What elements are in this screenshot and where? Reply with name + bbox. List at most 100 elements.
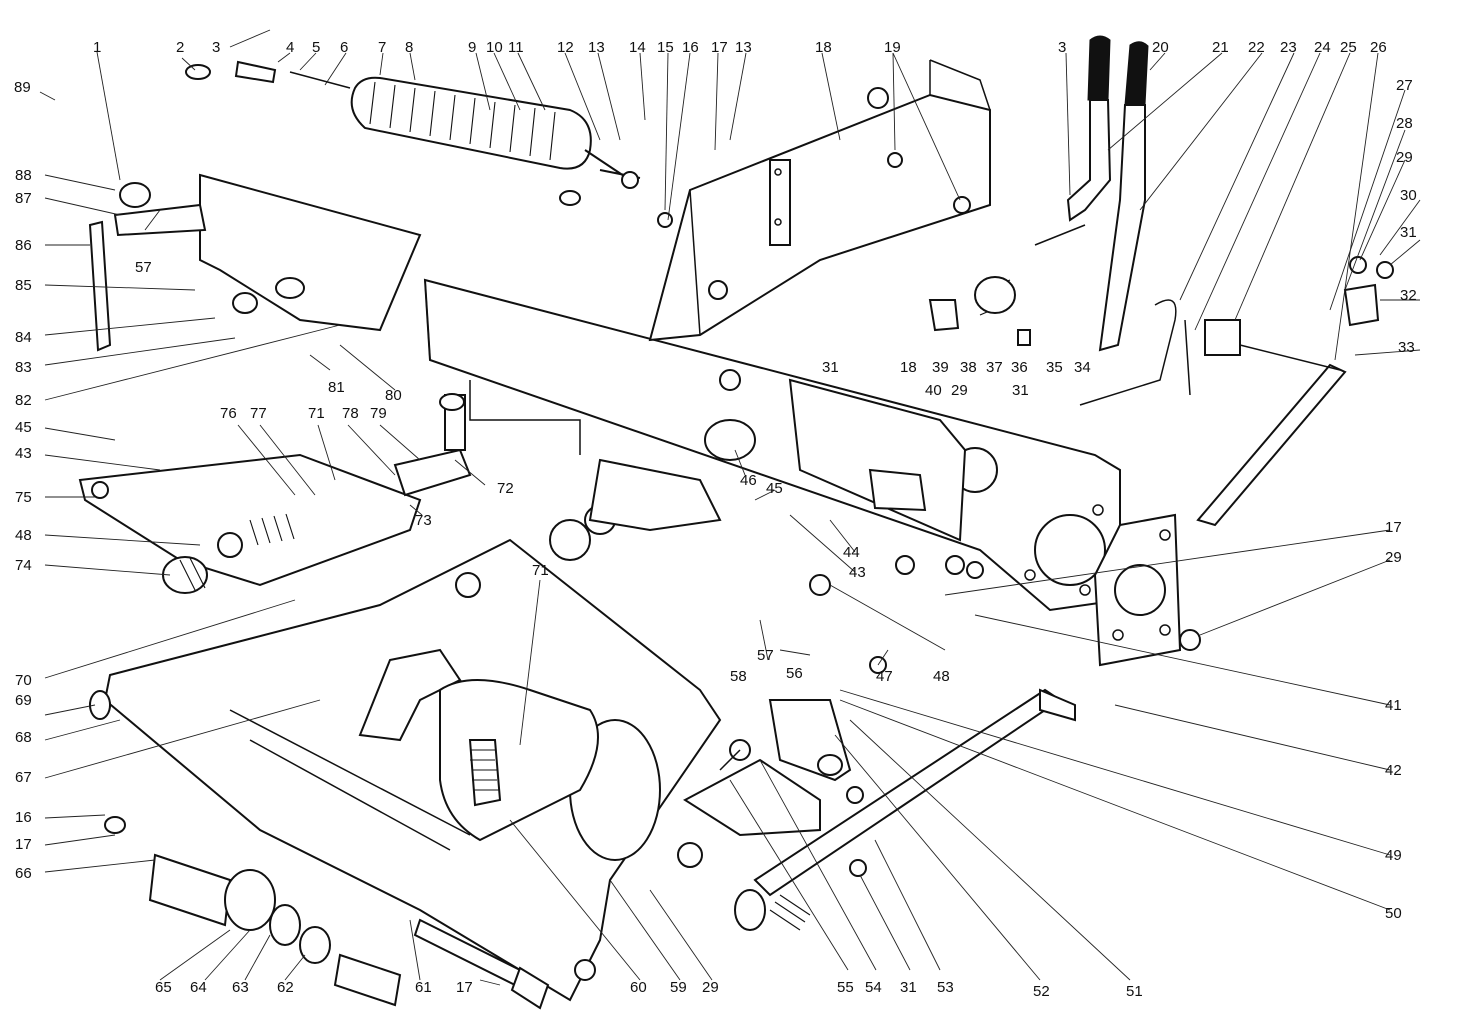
- callout-label: 63: [232, 979, 249, 996]
- top-bracket-frame: [648, 59, 991, 342]
- callout-label: 7: [378, 39, 386, 56]
- callout-label: 85: [15, 277, 32, 294]
- callout-label: 47: [876, 668, 893, 685]
- callout-label: 56: [786, 665, 803, 682]
- callout-label: 44: [843, 544, 860, 561]
- callout-label: 29: [1385, 549, 1402, 566]
- callout-label: 58: [730, 668, 747, 685]
- parts-illustration: [78, 35, 1394, 1010]
- callout-label: 79: [370, 405, 387, 422]
- callout-label: 30: [1400, 187, 1417, 204]
- callout-label: 29: [1396, 149, 1413, 166]
- callout-label: 53: [937, 979, 954, 996]
- callout-label: 25: [1340, 39, 1357, 56]
- callout-label: 82: [15, 392, 32, 409]
- callout-label: 83: [15, 359, 32, 376]
- base-plate: [89, 538, 722, 1002]
- pivot-bracket: [683, 699, 852, 837]
- callout-label: 17: [15, 836, 32, 853]
- callout-label: 43: [15, 445, 32, 462]
- callout-label: 31: [1400, 224, 1417, 241]
- callout-label: 29: [702, 979, 719, 996]
- callout-label: 71: [532, 562, 549, 579]
- callout-label: 31: [822, 359, 839, 376]
- callout-label: 67: [15, 769, 32, 786]
- callout-label: 13: [588, 39, 605, 56]
- callout-label: 17: [456, 979, 473, 996]
- callout-label: 2: [176, 39, 184, 56]
- callout-label: 38: [960, 359, 977, 376]
- callout-label: 49: [1385, 847, 1402, 864]
- callout-label: 39: [932, 359, 949, 376]
- callout-label: 61: [415, 979, 432, 996]
- callout-label: 80: [385, 387, 402, 404]
- callout-label: 34: [1074, 359, 1091, 376]
- callout-label: 22: [1248, 39, 1265, 56]
- callout-label: 46: [740, 472, 757, 489]
- callout-label: 9: [468, 39, 476, 56]
- callout-label: 60: [630, 979, 647, 996]
- callout-label: 72: [497, 480, 514, 497]
- callout-label: 26: [1370, 39, 1387, 56]
- callout-label: 28: [1396, 115, 1413, 132]
- callout-label: 24: [1314, 39, 1331, 56]
- callout-label: 74: [15, 557, 32, 574]
- leader-lines: [39, 29, 1421, 986]
- callout-label: 75: [15, 489, 32, 506]
- callout-label: 64: [190, 979, 207, 996]
- tension-spring: [185, 60, 641, 206]
- callout-label: 69: [15, 692, 32, 709]
- callout-label: 43: [849, 564, 866, 581]
- callout-label: 87: [15, 190, 32, 207]
- callout-label: 68: [15, 729, 32, 746]
- callout-label: 6: [340, 39, 348, 56]
- callout-label: 45: [766, 480, 783, 497]
- callout-label: 77: [250, 405, 267, 422]
- bushing-stack: [89, 690, 550, 1010]
- callout-label: 51: [1126, 983, 1143, 1000]
- callout-label: 33: [1398, 339, 1415, 356]
- callout-label: 3: [1058, 39, 1066, 56]
- callout-label: 37: [986, 359, 1003, 376]
- callout-label: 50: [1385, 905, 1402, 922]
- callout-label: 78: [342, 405, 359, 422]
- callout-label: 41: [1385, 697, 1402, 714]
- callout-label: 23: [1280, 39, 1297, 56]
- left-arm-assembly: [78, 393, 472, 594]
- callout-label: 70: [15, 672, 32, 689]
- callout-label: 65: [155, 979, 172, 996]
- callout-label: 36: [1011, 359, 1028, 376]
- callout-label: 3: [212, 39, 220, 56]
- callout-label: 18: [815, 39, 832, 56]
- right-rod: [1079, 299, 1347, 527]
- callout-label: 84: [15, 329, 32, 346]
- callout-label: 62: [277, 979, 294, 996]
- callout-label: 89: [14, 79, 31, 96]
- callout-label: 55: [837, 979, 854, 996]
- callout-label: 18: [900, 359, 917, 376]
- callout-label: 31: [900, 979, 917, 996]
- callout-label: 17: [1385, 519, 1402, 536]
- callout-label: 15: [657, 39, 674, 56]
- callout-label: 76: [220, 405, 237, 422]
- callout-label: 1: [93, 39, 101, 56]
- callout-label: 32: [1400, 287, 1417, 304]
- callout-label: 81: [328, 379, 345, 396]
- callout-label: 42: [1385, 762, 1402, 779]
- lower-axle: [734, 688, 1076, 931]
- callout-label: 10: [486, 39, 503, 56]
- callout-label: 20: [1152, 39, 1169, 56]
- callout-label: 19: [884, 39, 901, 56]
- callout-label: 48: [15, 527, 32, 544]
- callout-label: 88: [15, 167, 32, 184]
- callout-label: 66: [15, 865, 32, 882]
- callout-label: 29: [951, 382, 968, 399]
- callout-label: 11: [508, 39, 524, 56]
- callout-label: 54: [865, 979, 882, 996]
- callout-label: 13: [735, 39, 752, 56]
- callout-label: 57: [757, 647, 774, 664]
- callout-label: 57: [135, 259, 152, 276]
- callout-label: 5: [312, 39, 320, 56]
